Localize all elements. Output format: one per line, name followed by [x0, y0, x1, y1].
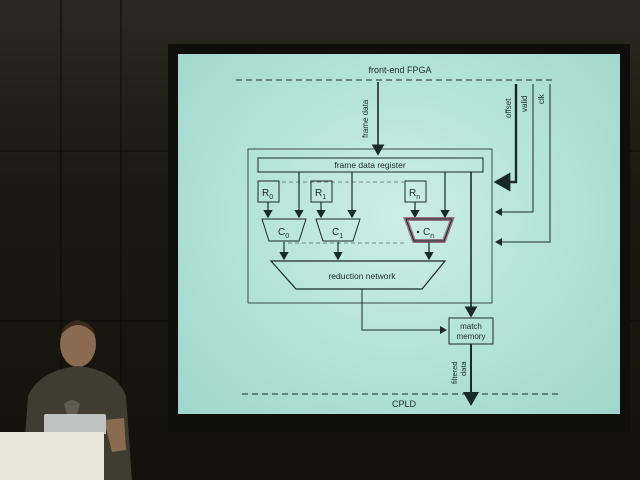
- projection-screen: front-end FPGA frame data offset valid c…: [178, 54, 620, 414]
- valid-wire: [495, 84, 534, 216]
- register-r1: R1: [310, 180, 333, 203]
- fpga-core-box: [247, 148, 493, 304]
- data-label: data: [459, 361, 468, 376]
- reduction-output-wire: [361, 289, 447, 334]
- frame-data-register-label: frame data register: [334, 160, 406, 170]
- block-diagram: front-end FPGA frame data offset valid c…: [236, 65, 562, 409]
- offset-label: offset: [504, 98, 513, 118]
- register-r0-label: R0: [262, 188, 273, 201]
- comparator-c0: C0: [261, 218, 307, 242]
- front-end-fpga-label: front-end FPGA: [368, 65, 431, 75]
- comparator-c1-label: C1: [332, 227, 343, 240]
- comparator-cn: Cn: [403, 217, 455, 243]
- frame-data-register: [257, 157, 484, 173]
- presenter-head: [60, 321, 96, 367]
- comparator-c1: C1: [315, 218, 361, 242]
- laptop: [44, 414, 106, 434]
- clk-label: clk: [537, 93, 546, 104]
- podium: [0, 432, 104, 480]
- offset-wire: [493, 84, 518, 192]
- register-r1-label: R1: [315, 188, 326, 201]
- frame-data-label: frame data: [361, 99, 370, 138]
- match-memory-line2: memory: [457, 332, 486, 341]
- cpld-label: CPLD: [392, 399, 417, 409]
- valid-label: valid: [520, 96, 529, 112]
- clk-wire: [495, 84, 551, 246]
- register-r0: R0: [257, 180, 280, 203]
- filtered-label: filtered: [450, 361, 459, 384]
- register-rn-label: Rn: [409, 188, 420, 201]
- comparator-cn-label: Cn: [423, 227, 434, 240]
- reduction-network: [269, 260, 447, 290]
- match-memory-line1: match: [460, 322, 482, 331]
- comparator-c0-label: C0: [278, 227, 289, 240]
- register-rn: Rn: [404, 180, 427, 203]
- reduction-network-label: reduction network: [328, 271, 396, 281]
